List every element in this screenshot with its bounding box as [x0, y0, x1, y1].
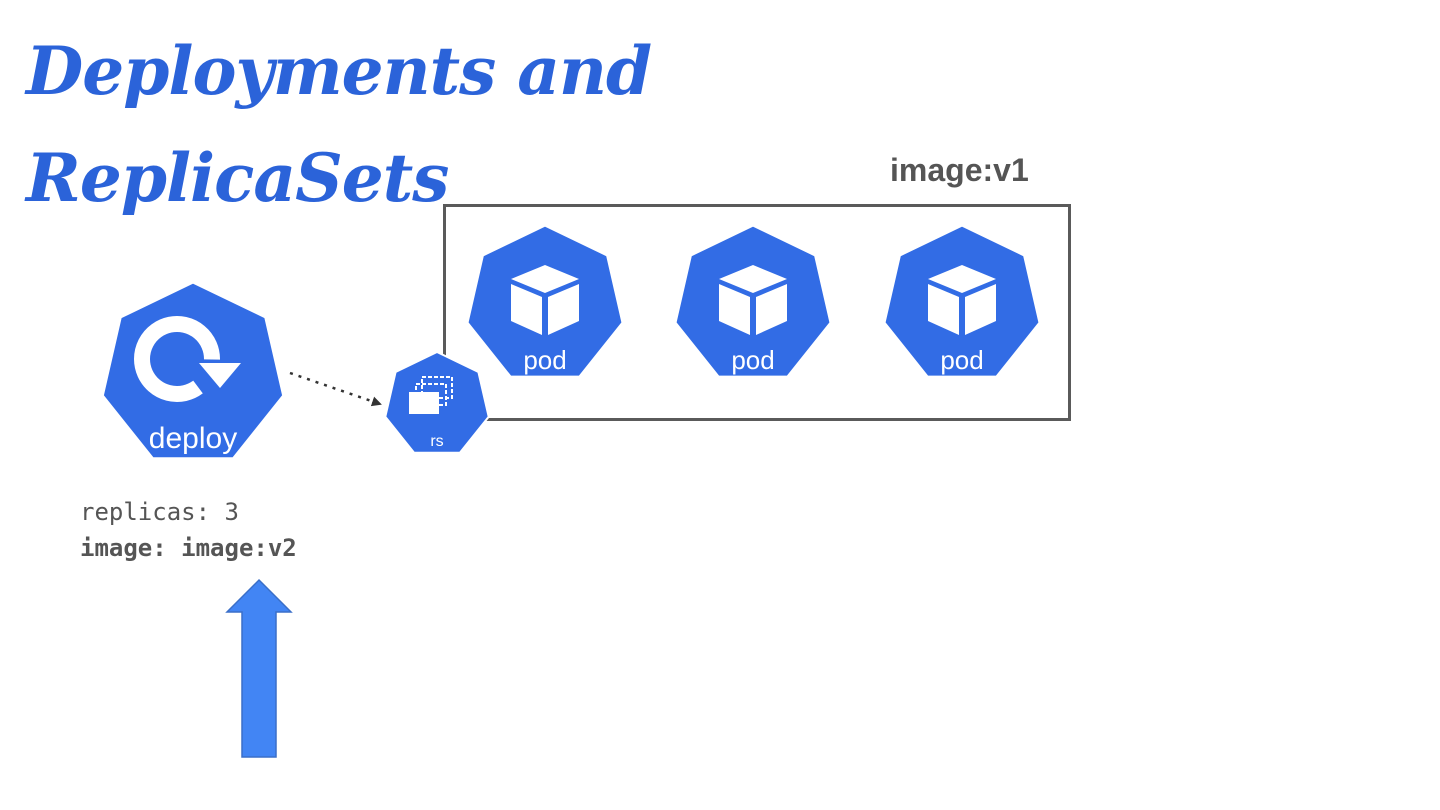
- pod-heptagon: [673, 223, 833, 379]
- pod-group-box: [443, 204, 1071, 421]
- stacked-frames-icon: [409, 376, 453, 414]
- image-line: image: image:v2: [80, 534, 297, 562]
- pod-node: pod: [465, 223, 625, 379]
- pod-heptagon: [882, 223, 1042, 379]
- cube-icon: [719, 265, 787, 335]
- replicas-line: replicas: 3: [80, 498, 239, 526]
- pod-group-label: image:v1: [890, 152, 1029, 188]
- cube-icon: [928, 265, 996, 335]
- pod-label: pod: [940, 345, 983, 375]
- slide-title-line-1: Deployments and: [26, 32, 652, 110]
- deployment-spec: replicas: 3 image: image:v2: [80, 494, 297, 566]
- cube-icon: [511, 265, 579, 335]
- deploy-heptagon: [100, 280, 286, 461]
- replicaset-node: rs: [384, 350, 490, 454]
- replicaset-label: rs: [430, 433, 443, 450]
- slide-title-line-2: ReplicaSets: [26, 138, 449, 217]
- up-arrow-icon: [225, 578, 293, 758]
- pod-label: pod: [731, 345, 774, 375]
- pod-node: pod: [673, 223, 833, 379]
- deploy-node: deploy: [100, 280, 286, 461]
- deploy-to-rs-connector: [289, 371, 382, 407]
- pod-node: pod: [882, 223, 1042, 379]
- rotate-arrow-icon: [134, 316, 241, 402]
- pod-heptagon: [465, 223, 625, 379]
- slide-title: Deployments and ReplicaSets: [26, 18, 652, 232]
- pod-label: pod: [523, 345, 566, 375]
- deploy-label: deploy: [149, 422, 237, 455]
